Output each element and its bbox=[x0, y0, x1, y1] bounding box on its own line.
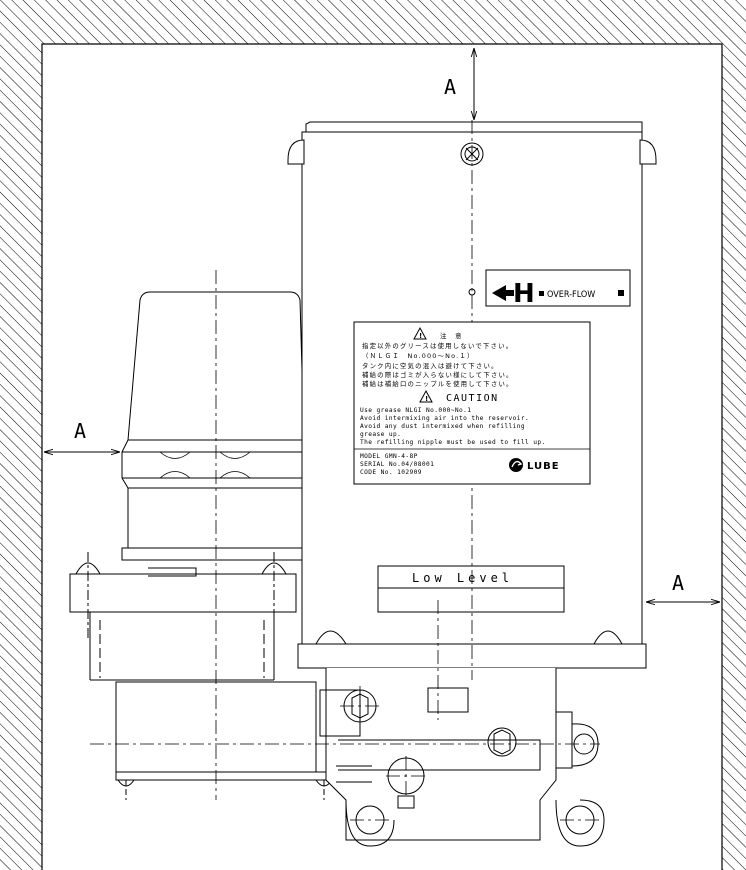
svg-text:!: ! bbox=[419, 332, 422, 340]
caution-en-line: The refilling nipple must be used to fil… bbox=[360, 439, 546, 446]
caution-en-line: Avoid intermixing air into the reservoir… bbox=[360, 415, 529, 422]
dimension-label-right: A bbox=[672, 571, 684, 595]
low-level-label: Low Level bbox=[412, 571, 513, 585]
caution-en-line: Avoid any dust intermixed when refilling bbox=[360, 423, 525, 430]
caution-jp-title: 注 意 bbox=[440, 331, 463, 340]
arrow-left-icon bbox=[492, 285, 514, 301]
caution-jp-line: タンク内に空気の混入は避けて下さい。 bbox=[362, 361, 499, 370]
caution-label-plate: ! 注 意 指定以外のグリースは使用しないで下さい。 （ＮＬＧＩ No.000〜… bbox=[353, 321, 591, 485]
caution-en-title: CAUTION bbox=[446, 393, 499, 404]
caution-en-line: grease up. bbox=[360, 431, 401, 438]
lower-manifold bbox=[319, 668, 605, 847]
svg-text:!: ! bbox=[425, 395, 428, 403]
warning-icon bbox=[413, 326, 427, 340]
dimension-arrows bbox=[44, 48, 720, 602]
left-pump-unit bbox=[69, 291, 335, 800]
dimension-label-left: A bbox=[74, 419, 86, 443]
code-line: CODE No. 102909 bbox=[360, 469, 422, 476]
model-line: MODEL GMN-4-8P bbox=[360, 453, 418, 460]
caution-jp-line: 指定以外のグリースは使用しないで下さい。 bbox=[362, 341, 513, 350]
overflow-text: OVER-FLOW bbox=[547, 290, 595, 300]
lube-logo: LUBE bbox=[509, 458, 560, 472]
caution-jp-line: 補給は補給口のニップルを使用して下さい。 bbox=[362, 379, 514, 388]
serial-line: SERIAL No.04/08001 bbox=[360, 461, 434, 468]
overflow-letter: H bbox=[513, 279, 535, 309]
overflow-label-plate: H OVER-FLOW bbox=[485, 269, 631, 309]
caution-jp-line: 補給の際はゴミが入らない様にして下さい。 bbox=[362, 370, 514, 379]
caution-en-line: Use grease NLGI No.000~No.1 bbox=[360, 407, 471, 414]
brand-name: LUBE bbox=[527, 461, 560, 472]
caution-jp-line: （ＮＬＧＩ No.000〜No.１） bbox=[362, 352, 475, 360]
warning-icon bbox=[419, 389, 433, 403]
dimension-label-top: A bbox=[444, 75, 456, 99]
